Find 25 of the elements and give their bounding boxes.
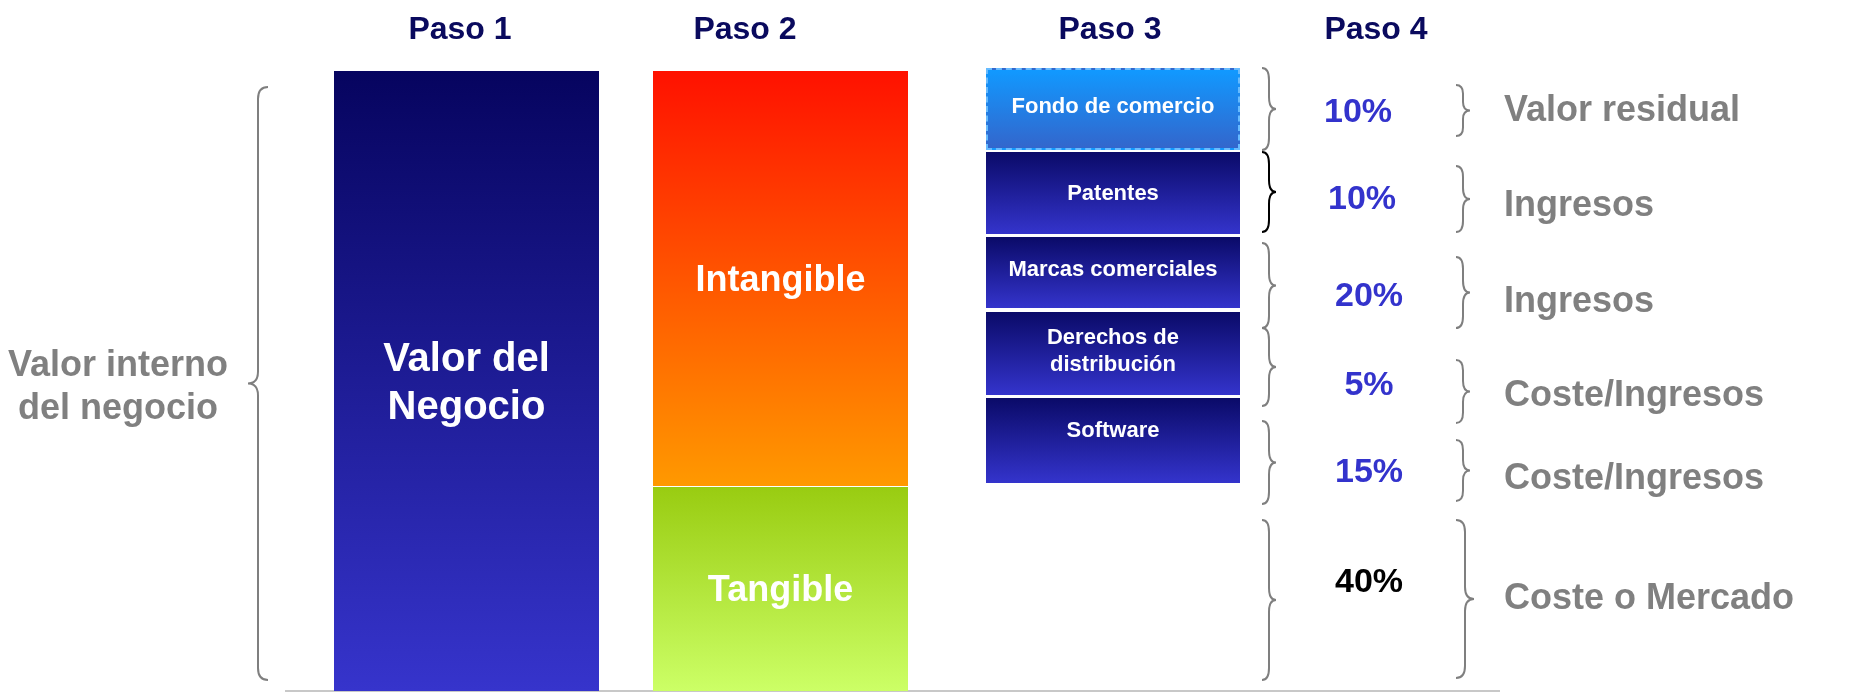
percentage-label: 40% [1334,559,1404,601]
column-heading: Paso 2 [693,8,797,48]
percentage-label: 15% [1334,449,1404,491]
value-block: Valor del Negocio [334,71,599,691]
percentage-label: 5% [1344,362,1394,404]
value-block: Tangible [653,487,908,691]
value-block: Marcas comerciales [986,237,1240,308]
percentage-label: 10% [1327,176,1397,218]
value-block: Derechos de distribución [986,312,1240,395]
value-block: Patentes [986,152,1240,234]
method-label: Coste/Ingresos [1504,455,1765,499]
percentage-label: 20% [1334,273,1404,315]
method-label: Valor residual [1504,87,1741,131]
column-heading: Paso 3 [1058,8,1162,48]
column-heading: Paso 1 [408,8,512,48]
column-heading: Paso 4 [1324,8,1428,48]
value-block: Software [986,398,1240,483]
method-label: Valor interno del negocio [6,341,229,429]
method-label: Coste o Mercado [1504,575,1795,619]
method-label: Coste/Ingresos [1504,372,1765,416]
value-block: Fondo de comercio [986,68,1240,150]
value-block: Intangible [653,71,908,486]
method-label: Ingresos [1504,278,1655,322]
percentage-label: 10% [1323,89,1393,131]
method-label: Ingresos [1504,182,1655,226]
